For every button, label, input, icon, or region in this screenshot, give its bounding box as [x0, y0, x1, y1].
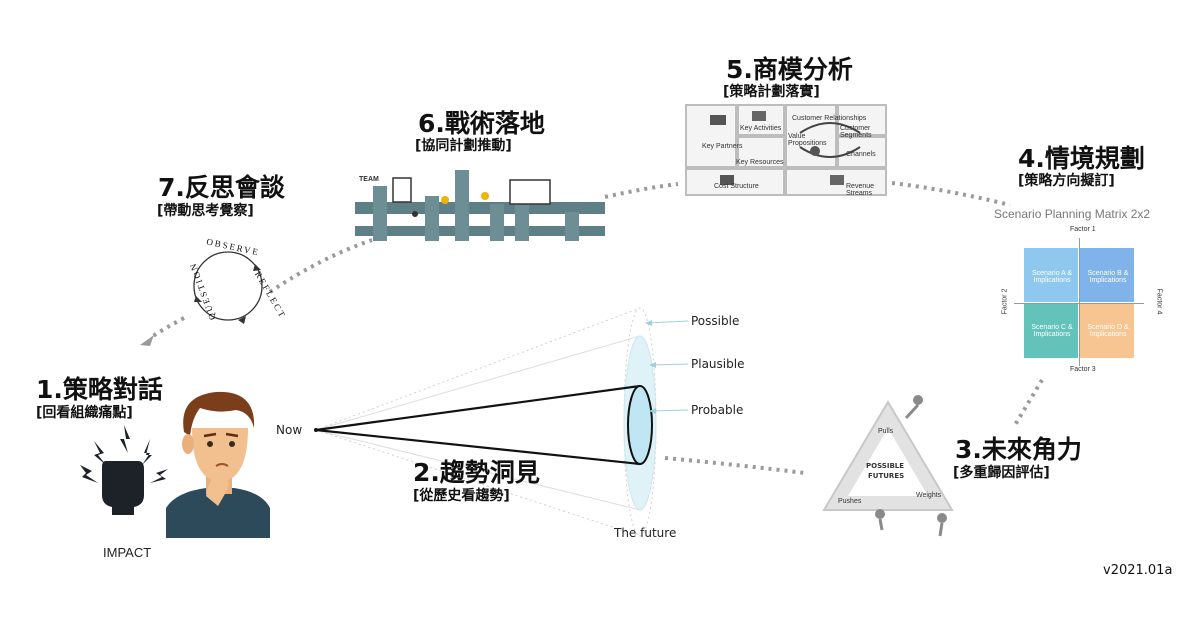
canvas-channels: Channels — [846, 151, 876, 158]
step7-subtitle: [帶動思考覺察] — [157, 203, 254, 219]
futures-triangle: POSSIBLE FUTURES Pulls Pushes Weights — [818, 388, 958, 538]
impact-fist-icon — [72, 425, 172, 517]
team-drawing — [355, 170, 605, 241]
futures-pulls: Pulls — [878, 428, 894, 435]
step5-subtitle: [策略計劃落實] — [723, 84, 820, 100]
scenario-matrix-title: Scenario Planning Matrix 2x2 — [994, 207, 1151, 221]
step4-subtitle: [策略方向擬訂] — [1018, 173, 1115, 189]
step6-title: 6.戰術落地 — [418, 109, 545, 138]
reflection-circle — [193, 251, 263, 324]
cone-now-label: Now — [276, 423, 303, 437]
man-drawing — [166, 391, 270, 538]
futures-center-1: POSSIBLE — [866, 462, 905, 470]
futures-center-2: FUTURES — [868, 472, 905, 480]
fist-drawing — [80, 425, 168, 515]
matrix-q2-label: Scenario B & Implications — [1087, 270, 1129, 284]
step3-title: 3.未來角力 — [955, 435, 1082, 464]
cone-probable-label: Probable — [691, 403, 744, 417]
matrix-factor3: Factor 3 — [1070, 366, 1096, 373]
cone-probable-ring — [627, 385, 653, 465]
matrix-q1 — [1024, 248, 1078, 302]
futures-pushes: Pushes — [838, 498, 862, 505]
step1-subtitle: [回看組織痛點] — [36, 405, 133, 421]
matrix-q4 — [1080, 304, 1134, 358]
business-model-canvas: Key Partners Key Activities Key Resource… — [680, 103, 892, 197]
step1-title: 1.策略對話 — [36, 375, 163, 404]
matrix-q4-label: Scenario D & Implications — [1087, 324, 1129, 338]
cone-plausible-label: Plausible — [691, 357, 745, 371]
arrow-head-to-1 — [140, 335, 154, 346]
futures-triangle-drawing — [822, 395, 954, 537]
connector-2-to-3 — [664, 456, 806, 475]
team-label: TEAM — [359, 176, 379, 183]
cone-future-label: The future — [614, 526, 677, 540]
matrix-q1-label: Scenario A & Implications — [1031, 270, 1073, 284]
canvas-key-partners: Key Partners — [702, 143, 743, 150]
matrix-q3-label: Scenario C & Implications — [1031, 324, 1073, 338]
step4-title: 4.情境規劃 — [1018, 144, 1145, 173]
step3-subtitle: [多重歸因評估] — [953, 465, 1050, 481]
impact-label: IMPACT — [103, 545, 152, 560]
canvas-value-propositions: Value Propositions — [788, 133, 827, 147]
cone-possible-label: Possible — [691, 314, 740, 328]
connector-4-to-3 — [1013, 378, 1044, 427]
step2-subtitle: [從歷史看趨勢] — [413, 488, 510, 504]
matrix-q2 — [1080, 248, 1134, 302]
step5-title: 5.商模分析 — [726, 55, 853, 84]
canvas-key-activities: Key Activities — [740, 125, 782, 132]
canvas-key-resources: Key Resources — [736, 159, 784, 166]
matrix-v-axis — [1079, 238, 1080, 366]
step6-subtitle: [協同計劃推動] — [415, 138, 512, 154]
step2-title: 2.趨勢洞見 — [413, 458, 540, 487]
matrix-factor1: Factor 1 — [1070, 226, 1096, 233]
futures-weights: Weights — [916, 492, 942, 499]
canvas-drawing — [685, 104, 887, 196]
connector-7-to-6 — [268, 238, 373, 294]
matrix-h-axis — [1014, 303, 1144, 304]
version-label: v2021.01a — [1103, 563, 1173, 578]
scenario-matrix: Factor 1 Factor 3 Factor 2 Factor 4 Scen… — [1000, 222, 1172, 380]
canvas-customer-segments: Customer Segments — [840, 125, 872, 139]
tactics-team-illustration: TEAM — [355, 170, 605, 245]
canvas-customer-relationships: Customer Relationships — [792, 115, 867, 122]
canvas-cost-structure: Cost Structure — [714, 183, 759, 190]
thinking-man-avatar — [166, 388, 270, 538]
reflection-cycle: OBSERVE REFLECT QUESTION — [178, 236, 288, 336]
canvas-revenue-streams: Revenue Streams — [846, 183, 875, 197]
matrix-q3 — [1024, 304, 1078, 358]
step7-title: 7.反思會談 — [158, 173, 285, 202]
